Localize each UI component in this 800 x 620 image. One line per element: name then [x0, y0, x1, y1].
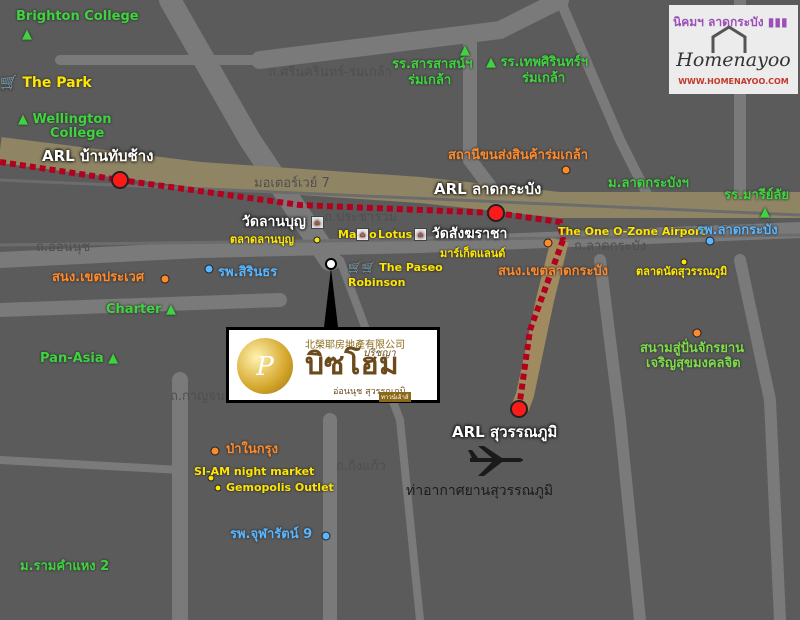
school-icon: ▲	[460, 43, 470, 58]
poi-one-ozone[interactable]: The One O-Zone Airport	[558, 225, 706, 238]
logo-chinese-text: 北榮耶房地產有限公司	[305, 340, 405, 351]
poi-mariasai[interactable]: รร.มารีย์ลัย	[724, 188, 789, 203]
school-icon: ▲	[22, 27, 32, 42]
shop-icon: 🛒	[0, 75, 18, 91]
poi-robinson[interactable]: Robinson	[348, 276, 406, 289]
arl-station-suvarnabhumi	[510, 400, 528, 418]
project-pin-stem	[324, 268, 338, 327]
poi-kmitl[interactable]: ม.ลาดกระบังฯ	[608, 176, 689, 191]
logo-sub-text: อ่อนนุช สุวรรณภูมิ	[333, 387, 406, 397]
arl-rail-line	[0, 159, 497, 216]
project-logo[interactable]: P 北榮耶房地產有限公司 ปริชญา บิซโฮม อ่อนนุช สุวรร…	[226, 327, 440, 403]
poi-sno-prawet[interactable]: สนง.เขตประเวศ	[52, 270, 145, 285]
airport-label: ท่าอากาศยานสุวรรณภูมิ	[406, 483, 554, 499]
poi-hosp-latkrabang[interactable]: รพ.ลาดกระบัง	[697, 223, 778, 238]
road-label-srinakarin: ถ.ศรีนครินทร์-ร่มเกล้า	[268, 65, 393, 80]
road-label-prachathan: ถ.ประชาร่วม	[324, 210, 398, 225]
airplane-icon	[468, 446, 523, 476]
poi-pa-nai-krung[interactable]: ป่าในกรุง	[226, 442, 278, 457]
poi-sarasas[interactable]: รร.สารสาสน์ฯ	[392, 57, 473, 72]
poi-pan-asia[interactable]: Pan-Asia ▲	[40, 351, 119, 366]
poi-wellington-line2: College	[50, 126, 105, 141]
poi-sarasas-line2: ร่มเกล้า	[408, 73, 452, 88]
house-icon	[711, 25, 747, 53]
poi-ramkhamhaeng[interactable]: ม.รามคำแหง 2	[20, 559, 110, 574]
poi-thepsirin-line2: ร่มเกล้า	[522, 71, 566, 86]
poi-hosp-chulabhorn[interactable]: รพ.จุฬารัตน์ 9	[230, 527, 313, 542]
poi-wat-lanboon[interactable]: วัดลานบุญ ⌂	[242, 214, 324, 230]
poi-market-land[interactable]: มาร์เก็ตแลนด์	[440, 247, 506, 260]
shop-icon: 🛒🛒	[348, 261, 376, 274]
poi-gemopolis[interactable]: Gemopolis Outlet	[226, 481, 334, 494]
poi-wellington[interactable]: ▲ Wellington	[18, 112, 112, 127]
school-icon: ▲	[760, 205, 770, 220]
road-label-latkrabang: ถ.ลาดกระบัง	[574, 239, 647, 254]
arl-rail-line-south	[516, 238, 566, 409]
logo-emblem: P	[237, 338, 293, 394]
poi-brighton[interactable]: Brighton College	[16, 9, 139, 24]
brand-name: Homenayoo	[676, 49, 791, 71]
poi-si-am[interactable]: SI-AM night market	[194, 465, 315, 478]
arl-station-bantubchang	[111, 171, 129, 189]
logo-main-text: บิซโฮม	[305, 347, 399, 382]
temple-icon: ⌂	[356, 228, 369, 241]
arl-station-latkrabang	[487, 204, 505, 222]
arl-label-latkrabang[interactable]: ARL ลาดกระบัง	[434, 180, 542, 198]
poi-the-park[interactable]: 🛒 The Park	[0, 75, 92, 91]
arl-rail-line-east	[495, 210, 566, 241]
poi-the-paseo[interactable]: 🛒🛒 The Paseo	[348, 261, 443, 274]
poi-golf-line2: เจริญสุขมงคลจิต	[646, 356, 741, 371]
logo-tag-text: ทาวน์เฮ้าส์	[379, 392, 411, 402]
homenayoo-watermark: นิคมฯ ลาดกระบัง ▮▮▮ Homenayoo WWW.HOMENA…	[669, 5, 798, 94]
poi-charter[interactable]: Charter ▲	[106, 302, 176, 317]
logo-over-text: ปริชญา	[363, 348, 396, 359]
road-label-onnut: ถ.อ่อนนุช	[36, 240, 91, 255]
road-label-kingkaew: ถ.กิ่งแก้ว	[336, 459, 386, 474]
poi-golf[interactable]: สนามสู่ปั่นจักรยาน	[640, 341, 745, 356]
poi-talad-suvarnabhumi[interactable]: ตลาดนัดสุวรรณภูมิ	[636, 265, 728, 278]
project-pin	[325, 258, 337, 270]
poi-wat-sangkharacha[interactable]: ⌂ วัดสังฆราชา	[414, 226, 507, 242]
poi-lotus[interactable]: Lotus	[378, 228, 413, 241]
brand-url: WWW.HOMENAYOO.COM	[678, 77, 789, 86]
arl-label-bantubchang[interactable]: ARL บ้านทับช้าง	[42, 147, 154, 165]
poi-container-station[interactable]: สถานีขนส่งสินค้าร่มเกล้า	[448, 148, 588, 163]
poi-talad-lanboon[interactable]: ตลาดลานบุญ	[230, 233, 294, 246]
temple-icon: ⌂	[310, 215, 324, 229]
poi-hosp-sirindhorn[interactable]: รพ.สิรินธร	[218, 265, 278, 280]
factory-icon: ▮▮▮	[767, 15, 788, 29]
road-label-motorway: มอเตอร์เวย์ 7	[254, 176, 330, 191]
brand-top-text: นิคมฯ ลาดกระบัง ▮▮▮	[673, 15, 788, 29]
temple-icon: ⌂	[414, 227, 427, 241]
arl-label-suvarnabhumi[interactable]: ARL สุวรรณภูมิ	[452, 423, 558, 441]
poi-sno-latkrabang[interactable]: สนง.เขตลาดกระบัง	[498, 264, 609, 279]
poi-thepsirin[interactable]: ▲ รร.เทพศิรินทร์ฯ	[486, 55, 588, 70]
